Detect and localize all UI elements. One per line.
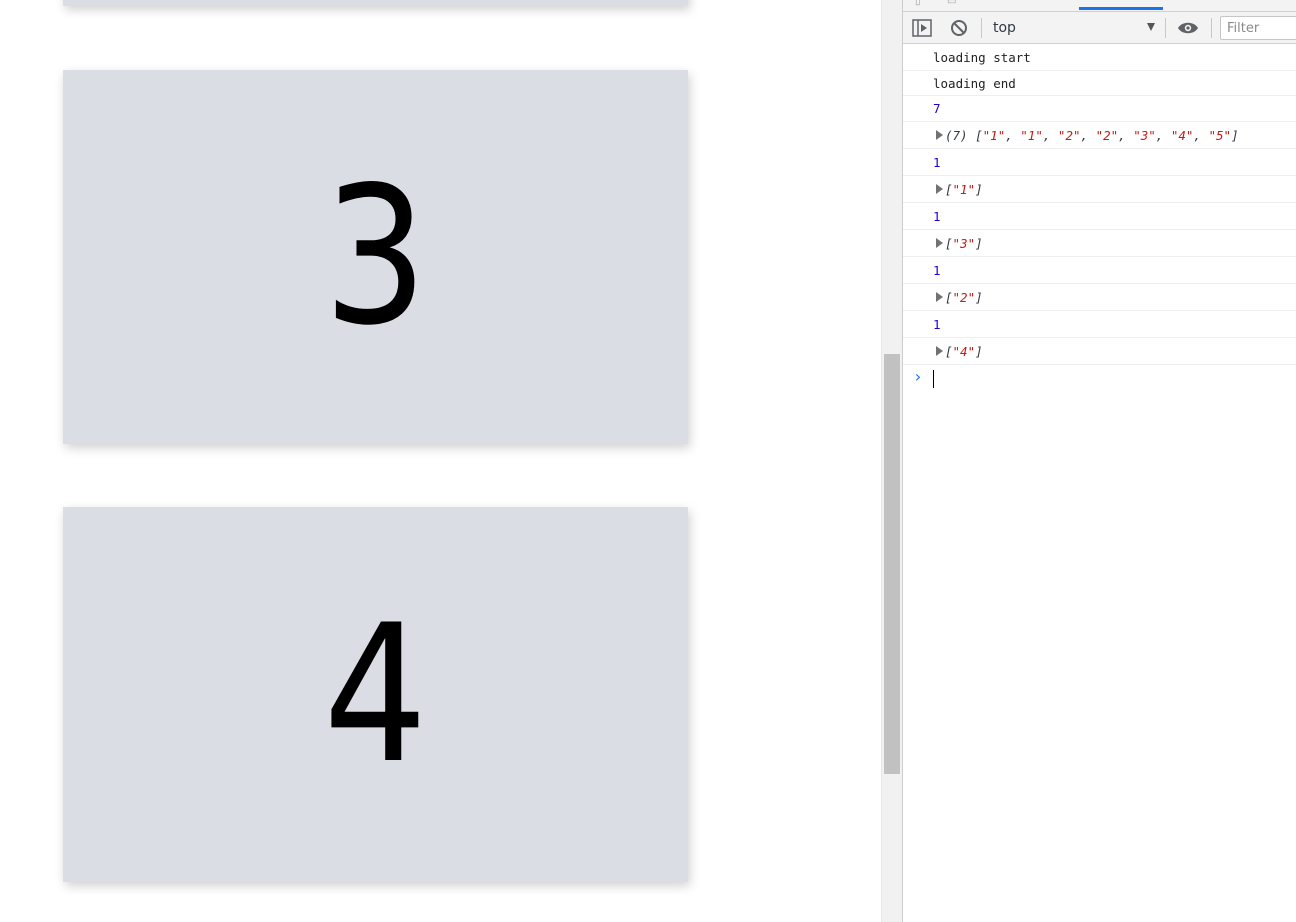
- log-array: ["3"]: [945, 235, 983, 251]
- log-array: ["1"]: [945, 181, 983, 197]
- sidebar-toggle-icon[interactable]: [912, 18, 932, 38]
- text-caret: [933, 370, 934, 388]
- console-message: 1: [903, 203, 1296, 230]
- prompt-chevron-icon: ›: [913, 367, 923, 386]
- console-message: loading end: [903, 71, 1296, 96]
- log-number: 1: [933, 208, 941, 224]
- context-value: top: [993, 20, 1016, 36]
- log-array: ["2"]: [945, 289, 983, 305]
- log-text: loading start: [933, 50, 1031, 65]
- eye-icon[interactable]: [1177, 18, 1199, 38]
- card-3: 3: [63, 70, 688, 444]
- page-scrollbar[interactable]: [881, 0, 902, 922]
- card-number: 3: [323, 146, 428, 367]
- card-partial: [63, 0, 688, 6]
- console-message-array[interactable]: ["2"]: [903, 284, 1296, 311]
- console-message: 1: [903, 149, 1296, 176]
- scrollbar-thumb[interactable]: [884, 354, 900, 774]
- card-number: 4: [323, 583, 428, 805]
- expand-arrow-icon[interactable]: [936, 346, 943, 356]
- log-number: 1: [933, 316, 941, 332]
- devtools-tab-strip: ▯ ▭: [903, 0, 1296, 12]
- filter-input[interactable]: [1220, 16, 1296, 40]
- expand-arrow-icon[interactable]: [936, 184, 943, 194]
- console-message-array[interactable]: ["1"]: [903, 176, 1296, 203]
- expand-arrow-icon[interactable]: [936, 292, 943, 302]
- log-text: loading end: [933, 75, 1016, 91]
- expand-arrow-icon[interactable]: [936, 130, 943, 140]
- inspect-icon[interactable]: ▯: [915, 0, 921, 7]
- console-message: 7: [903, 96, 1296, 122]
- console-output: loading start loading end 7 (7) ["1", "1…: [903, 45, 1296, 922]
- log-number: 1: [933, 154, 941, 170]
- console-message-array[interactable]: ["3"]: [903, 230, 1296, 257]
- page-viewport: 3 4: [63, 0, 688, 882]
- log-number: 7: [933, 101, 941, 116]
- toolbar-separator: [1211, 18, 1212, 38]
- toolbar-separator: [981, 18, 982, 38]
- expand-arrow-icon[interactable]: [936, 238, 943, 248]
- tab-console-indicator[interactable]: [1079, 7, 1163, 10]
- context-selector[interactable]: top: [985, 16, 1161, 40]
- console-message: 1: [903, 257, 1296, 284]
- clear-console-icon[interactable]: [949, 18, 969, 38]
- console-prompt[interactable]: ›: [903, 365, 1296, 391]
- console-message-array[interactable]: (7) ["1", "1", "2", "2", "3", "4", "5"]: [903, 122, 1296, 149]
- log-array: (7) ["1", "1", "2", "2", "3", "4", "5"]: [945, 127, 1239, 143]
- device-toolbar-icon[interactable]: ▭: [947, 0, 957, 7]
- console-toolbar: top: [903, 12, 1296, 44]
- card-4: 4: [63, 507, 688, 882]
- console-message-array[interactable]: ["4"]: [903, 338, 1296, 365]
- console-message: loading start: [903, 45, 1296, 71]
- devtools-panel: ▯ ▭ top: [902, 0, 1296, 922]
- toolbar-separator: [1165, 18, 1166, 38]
- console-message: 1: [903, 311, 1296, 338]
- dropdown-arrow-icon: [1147, 23, 1155, 31]
- log-array: ["4"]: [945, 343, 983, 359]
- log-number: 1: [933, 262, 941, 278]
